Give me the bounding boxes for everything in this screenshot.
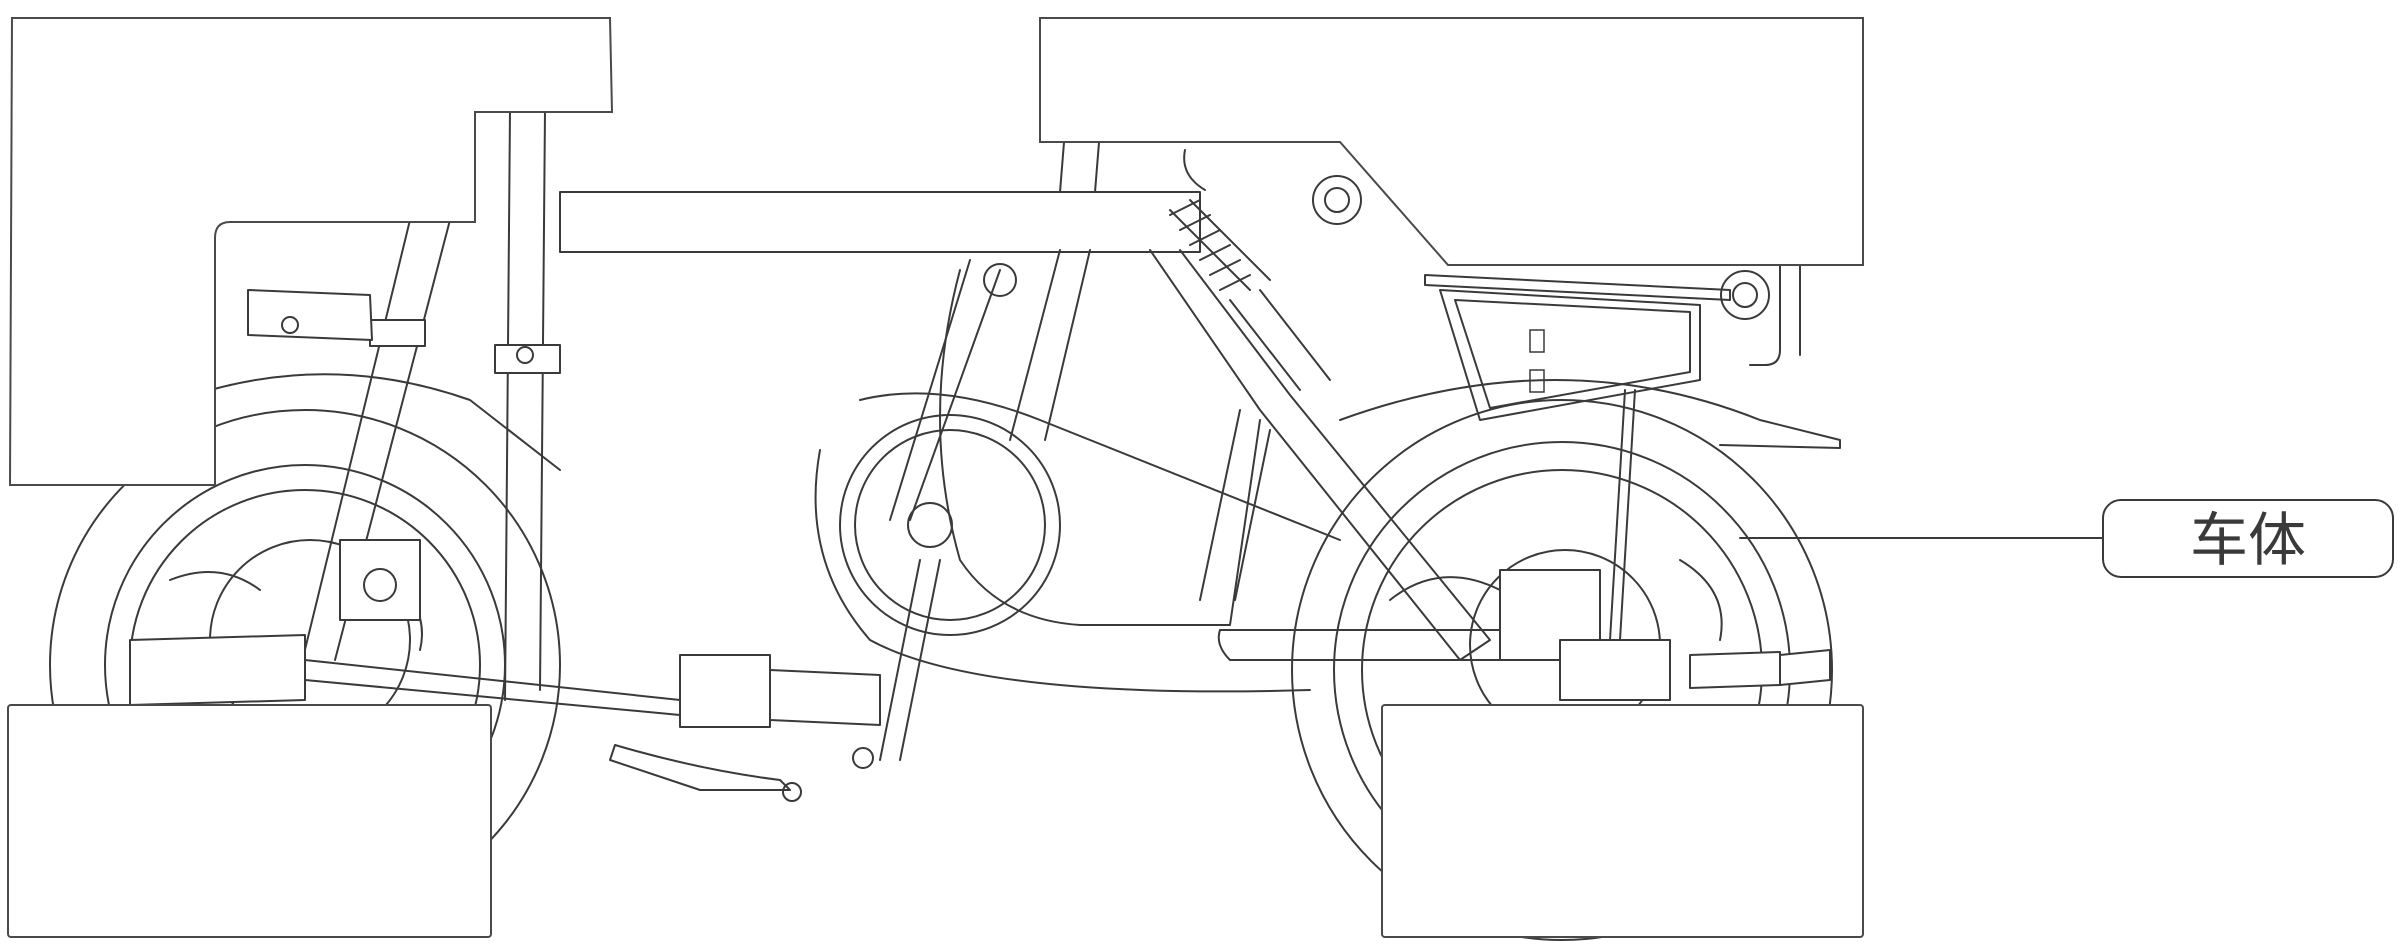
mask-box-bottom-left (7, 704, 492, 938)
callout-body: 车体 (1739, 499, 2394, 578)
main-frame (559, 191, 1521, 661)
mask-box-bottom-right (1381, 704, 1864, 938)
drivetrain (814, 259, 1341, 769)
callout-label: 车体 (2190, 506, 2306, 574)
rear-brake (1469, 549, 1831, 741)
cable (1183, 149, 1206, 191)
mask-boxes (7, 17, 1864, 938)
mask-box-top-right (1039, 17, 1864, 266)
front-fork (299, 109, 561, 701)
rear-rack (1312, 175, 1801, 641)
pedals-bar (129, 634, 881, 802)
front-bracket (247, 289, 373, 341)
rear-fender (1339, 379, 1841, 449)
mask-box-top-left (8, 17, 614, 486)
callout-label-box (2102, 499, 2394, 578)
rear-shock (1169, 199, 1331, 391)
